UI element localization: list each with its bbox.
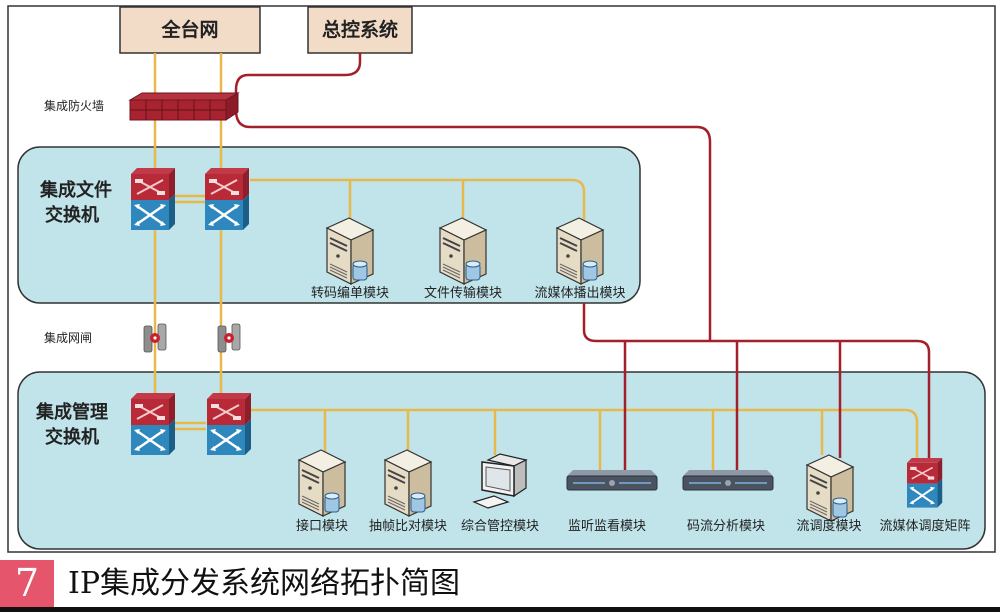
file-switch-icon	[203, 166, 251, 232]
file-switch-panel	[17, 146, 641, 304]
figure-caption: IP集成分发系统网络拓扑简图	[68, 566, 461, 601]
server-icon	[384, 449, 432, 517]
mgmt-switch-icon	[205, 391, 253, 457]
module-label: 接口模块	[296, 518, 348, 534]
module-label: 转码编单模块	[311, 286, 389, 301]
rack-server-icon	[566, 469, 658, 491]
mgmt-switch-label-line1: 集成管理	[35, 401, 108, 423]
file-switch-label-line1: 集成文件	[39, 179, 112, 201]
gateway-icon	[217, 323, 241, 353]
server-icon	[326, 217, 374, 285]
module-label: 文件传输模块	[424, 285, 502, 301]
server-icon	[298, 449, 346, 517]
stream-matrix-switch-icon	[905, 456, 944, 509]
module-label: 流媒体播出模块	[534, 286, 625, 301]
server-icon	[439, 217, 487, 285]
figure-frame	[7, 5, 996, 553]
firewall-label: 集成防火墙	[44, 98, 104, 113]
file-switch-label-line2: 交换机	[45, 204, 99, 226]
module-label: 流媒体调度矩阵	[879, 518, 970, 534]
mgmt-switch-label-line2: 交换机	[45, 426, 99, 448]
module-label: 码流分析模块	[687, 519, 765, 534]
caption-rule	[0, 607, 1000, 612]
top-box-label: 总控系统	[322, 18, 398, 41]
top-box-label: 全台网	[160, 18, 218, 41]
gateway-label: 集成网闸	[44, 330, 92, 345]
rack-server-icon	[682, 469, 774, 491]
module-label: 综合管控模块	[461, 519, 539, 534]
file-switch-icon	[129, 166, 177, 232]
module-label: 流调度模块	[796, 518, 861, 534]
server-icon	[556, 217, 604, 285]
firewall-icon	[128, 92, 240, 121]
server-icon	[806, 454, 854, 522]
module-label: 抽帧比对模块	[369, 519, 447, 534]
top-box-master-control: 总控系统	[307, 6, 413, 54]
figure-number-badge: 7	[0, 560, 54, 607]
top-box-all-station-net: 全台网	[119, 6, 261, 54]
mgmt-switch-icon	[129, 391, 177, 457]
module-label: 监听监看模块	[568, 518, 646, 534]
